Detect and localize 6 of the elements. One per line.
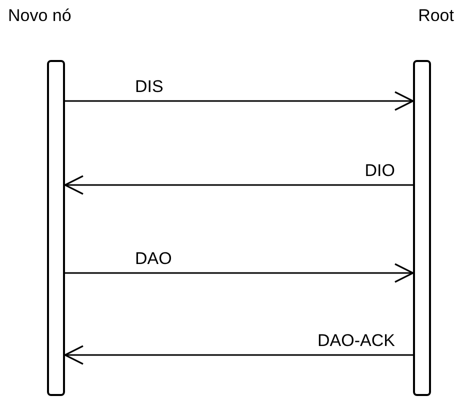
message-label: DIS <box>135 77 164 97</box>
lifeline-label: Root <box>418 6 454 26</box>
message-label: DAO-ACK <box>318 331 395 351</box>
message-label: DIO <box>364 161 395 181</box>
lifeline-label: Novo nó <box>8 6 72 26</box>
message-label: DAO <box>135 249 172 269</box>
